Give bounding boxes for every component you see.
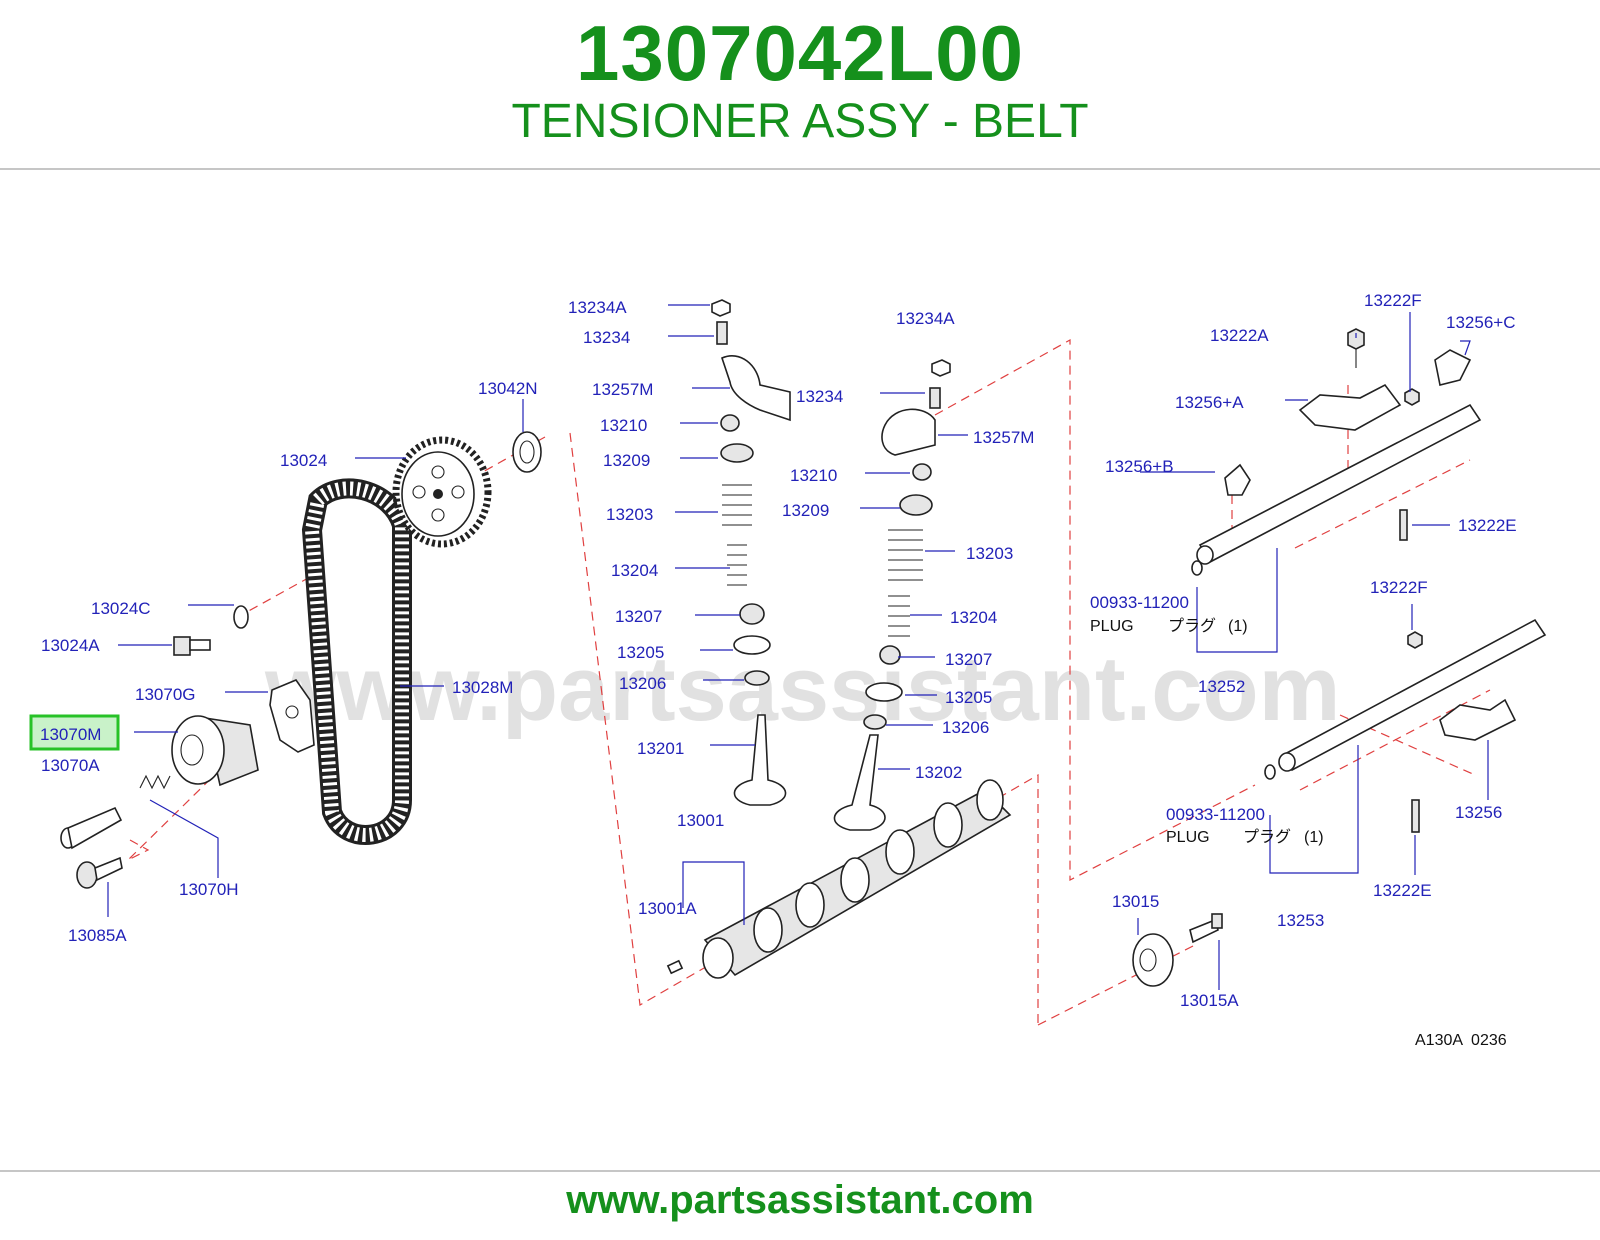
tensioner-pulley — [171, 715, 259, 787]
assembly-dash-lines — [127, 338, 1491, 1026]
washer — [233, 605, 249, 629]
camshaft-sprocket — [392, 436, 492, 548]
label-13256A[interactable]: 13256+A — [1175, 393, 1244, 412]
plug-label-lower: PLUG — [1166, 829, 1210, 846]
label-13070H[interactable]: 13070H — [179, 880, 239, 899]
label-13015A[interactable]: 13015A — [1180, 991, 1239, 1010]
plug-qty-upper: (1) — [1228, 618, 1248, 635]
camshaft — [666, 779, 1012, 979]
header-divider — [0, 168, 1600, 170]
part-labels: 13234A 13234 13257M 13210 13209 13203 13… — [40, 291, 1517, 1049]
plug-jp-label-lower: プラグ — [1243, 828, 1291, 846]
plug-qty-lower: (1) — [1304, 829, 1324, 846]
label-13257M-left[interactable]: 13257M — [592, 380, 653, 399]
label-13024[interactable]: 13024 — [280, 451, 327, 470]
label-13222E-upper[interactable]: 13222E — [1458, 516, 1517, 535]
part-name-subtitle: TENSIONER ASSY - BELT — [511, 95, 1089, 148]
label-13256B[interactable]: 13256+B — [1105, 457, 1174, 476]
label-13070A[interactable]: 13070A — [41, 756, 100, 775]
tensioner-spring — [139, 774, 171, 790]
label-13024A[interactable]: 13024A — [41, 636, 100, 655]
valve-train-left — [711, 299, 791, 806]
footer-divider — [0, 1170, 1600, 1172]
label-13210-left[interactable]: 13210 — [600, 416, 647, 435]
label-13205-left[interactable]: 13205 — [617, 643, 664, 662]
label-13070G[interactable]: 13070G — [135, 685, 196, 704]
label-13024C[interactable]: 13024C — [91, 599, 151, 618]
label-13028M[interactable]: 13028M — [452, 678, 513, 697]
oil-seal — [512, 431, 542, 473]
label-13203-right[interactable]: 13203 — [966, 544, 1013, 563]
label-13015[interactable]: 13015 — [1112, 892, 1159, 911]
label-13206-left[interactable]: 13206 — [619, 674, 666, 693]
label-13222F-lower[interactable]: 13222F — [1370, 578, 1428, 597]
label-13253[interactable]: 13253 — [1277, 911, 1324, 930]
label-13256[interactable]: 13256 — [1455, 803, 1502, 822]
part-number-title: 1307042L00 — [575, 9, 1025, 97]
label-13234-right[interactable]: 13234 — [796, 387, 843, 406]
label-00933-upper[interactable]: 00933-11200 — [1090, 593, 1189, 612]
timing-belt — [301, 478, 412, 845]
leader-lines — [107, 304, 1489, 990]
label-13209-left[interactable]: 13209 — [603, 451, 650, 470]
valve-train-right — [833, 359, 951, 831]
label-00933-lower[interactable]: 00933-11200 — [1166, 805, 1265, 824]
sprocket-bolt — [173, 636, 211, 656]
label-13042N[interactable]: 13042N — [478, 379, 538, 398]
label-13001A[interactable]: 13001A — [638, 899, 697, 918]
plug-label-upper: PLUG — [1090, 618, 1134, 635]
label-13222F-upper[interactable]: 13222F — [1364, 291, 1422, 310]
label-13222E-lower[interactable]: 13222E — [1373, 881, 1432, 900]
tensioner-stud — [60, 806, 123, 850]
plug-jp-label-upper: プラグ — [1168, 617, 1216, 635]
label-13207-left[interactable]: 13207 — [615, 607, 662, 626]
label-13209-right[interactable]: 13209 — [782, 501, 829, 520]
idler-pulley — [1132, 913, 1223, 987]
tensioner-bolt — [76, 856, 123, 889]
label-13234A-left[interactable]: 13234A — [568, 298, 627, 317]
label-13201[interactable]: 13201 — [637, 739, 684, 758]
label-13203-left[interactable]: 13203 — [606, 505, 653, 524]
label-13256C[interactable]: 13256+C — [1446, 313, 1515, 332]
label-13207-right[interactable]: 13207 — [945, 650, 992, 669]
label-13070M[interactable]: 13070M — [40, 725, 101, 744]
label-13234A-right[interactable]: 13234A — [896, 309, 955, 328]
tensioner-bracket — [269, 679, 315, 753]
label-13204-right[interactable]: 13204 — [950, 608, 997, 627]
label-13222A[interactable]: 13222A — [1210, 326, 1269, 345]
diagram-code: A130A 0236 — [1415, 1032, 1507, 1049]
rocker-shaft-lower — [1264, 618, 1547, 833]
label-13204-left[interactable]: 13204 — [611, 561, 658, 580]
label-13257M-right[interactable]: 13257M — [973, 428, 1034, 447]
page-header: 1307042L00 TENSIONER ASSY - BELT — [0, 0, 1600, 170]
label-13210-right[interactable]: 13210 — [790, 466, 837, 485]
footer-url[interactable]: www.partsassistant.com — [566, 1178, 1034, 1222]
label-13001[interactable]: 13001 — [677, 811, 724, 830]
label-13234-left[interactable]: 13234 — [583, 328, 630, 347]
label-13206-right[interactable]: 13206 — [942, 718, 989, 737]
label-13202[interactable]: 13202 — [915, 763, 962, 782]
label-13252[interactable]: 13252 — [1198, 677, 1245, 696]
watermark-text: www.partsassistant.com — [264, 638, 1340, 740]
label-13085A[interactable]: 13085A — [68, 926, 127, 945]
rocker-shaft-upper — [1191, 328, 1482, 576]
label-13205-right[interactable]: 13205 — [945, 688, 992, 707]
highlight-box — [29, 714, 120, 751]
